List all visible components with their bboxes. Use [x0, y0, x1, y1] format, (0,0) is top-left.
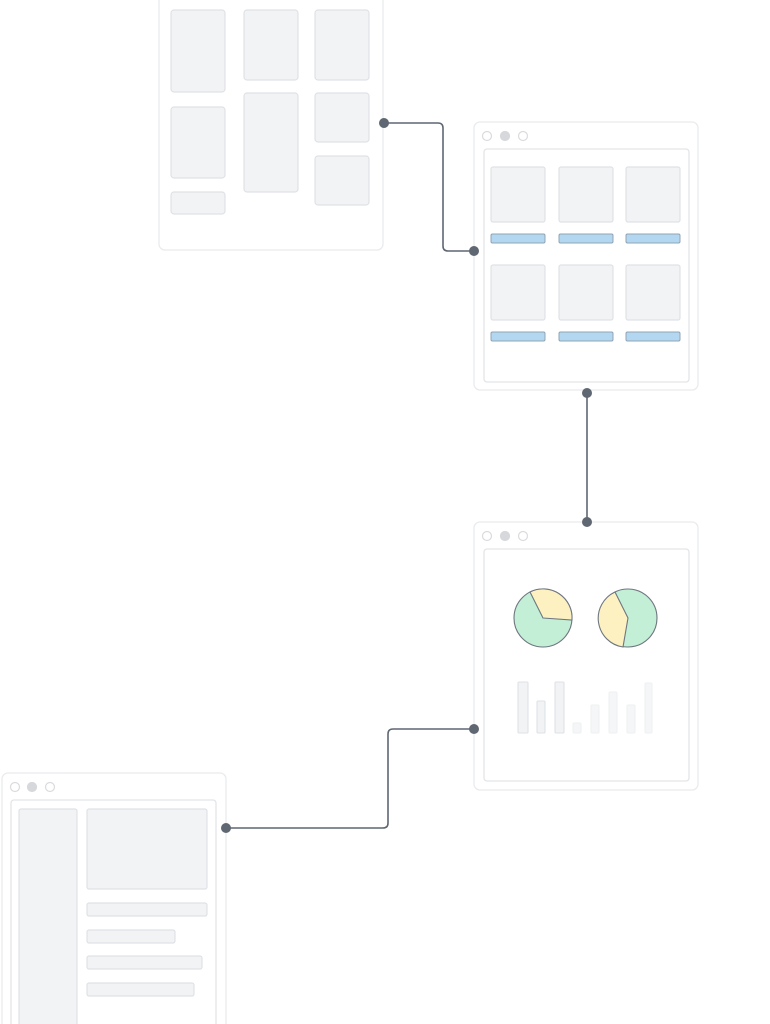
- pie-slice: [597, 591, 629, 648]
- article-page-screen[interactable]: [1, 772, 227, 1024]
- hero-image: [86, 808, 208, 890]
- gallery-tile: [314, 9, 370, 81]
- pie-chart-right: [597, 588, 658, 648]
- window-dot-icon: [481, 530, 493, 542]
- connector-port[interactable]: [221, 823, 231, 833]
- text-line: [86, 955, 203, 970]
- bar: [554, 681, 565, 734]
- window-dot-icon: [499, 130, 511, 142]
- window-dot-icon: [44, 781, 56, 793]
- connector-port[interactable]: [469, 724, 479, 734]
- bar: [517, 681, 529, 734]
- connectors: [221, 118, 592, 833]
- text-line: [86, 982, 195, 997]
- window-dot-icon: [26, 781, 38, 793]
- gallery-caption: [170, 191, 226, 215]
- viewport: [483, 548, 690, 782]
- bar: [608, 691, 618, 734]
- product-image: [490, 166, 546, 223]
- product-button[interactable]: [490, 331, 546, 342]
- connector-port[interactable]: [469, 246, 479, 256]
- analytics-dashboard-screen[interactable]: [473, 521, 699, 791]
- gallery-tile: [314, 92, 370, 143]
- gallery-tile: [243, 92, 299, 193]
- connector-port[interactable]: [379, 118, 389, 128]
- connector-port[interactable]: [582, 388, 592, 398]
- gallery-tile: [170, 106, 226, 179]
- product-button[interactable]: [558, 233, 614, 244]
- bar-chart: [517, 681, 653, 734]
- bar: [590, 704, 600, 734]
- product-button[interactable]: [625, 331, 681, 342]
- connector-line[interactable]: [384, 122, 474, 252]
- bar: [644, 682, 653, 734]
- gallery-tile: [314, 155, 370, 206]
- product-image: [625, 166, 681, 223]
- bar: [626, 704, 636, 734]
- connector-port[interactable]: [582, 517, 592, 527]
- connector-line[interactable]: [226, 728, 474, 829]
- bar: [572, 722, 582, 734]
- text-line: [86, 929, 176, 944]
- gallery-tile: [170, 9, 226, 93]
- masonry-gallery-screen[interactable]: [158, 0, 384, 251]
- product-image: [490, 264, 546, 321]
- window-dot-icon: [481, 130, 493, 142]
- product-image: [625, 264, 681, 321]
- bar: [536, 700, 546, 734]
- window-dot-icon: [9, 781, 21, 793]
- product-image: [558, 166, 614, 223]
- text-line: [86, 902, 208, 917]
- window-dot-icon: [517, 530, 529, 542]
- pie-chart-left: [513, 588, 573, 648]
- window-dot-icon: [517, 130, 529, 142]
- product-button[interactable]: [558, 331, 614, 342]
- window-dot-icon: [499, 530, 511, 542]
- gallery-tile: [243, 9, 299, 81]
- product-button[interactable]: [625, 233, 681, 244]
- product-image: [558, 264, 614, 321]
- product-button[interactable]: [490, 233, 546, 244]
- pie-slice: [529, 588, 573, 621]
- sidebar-placeholder: [18, 808, 78, 1024]
- product-grid-screen[interactable]: [473, 121, 699, 391]
